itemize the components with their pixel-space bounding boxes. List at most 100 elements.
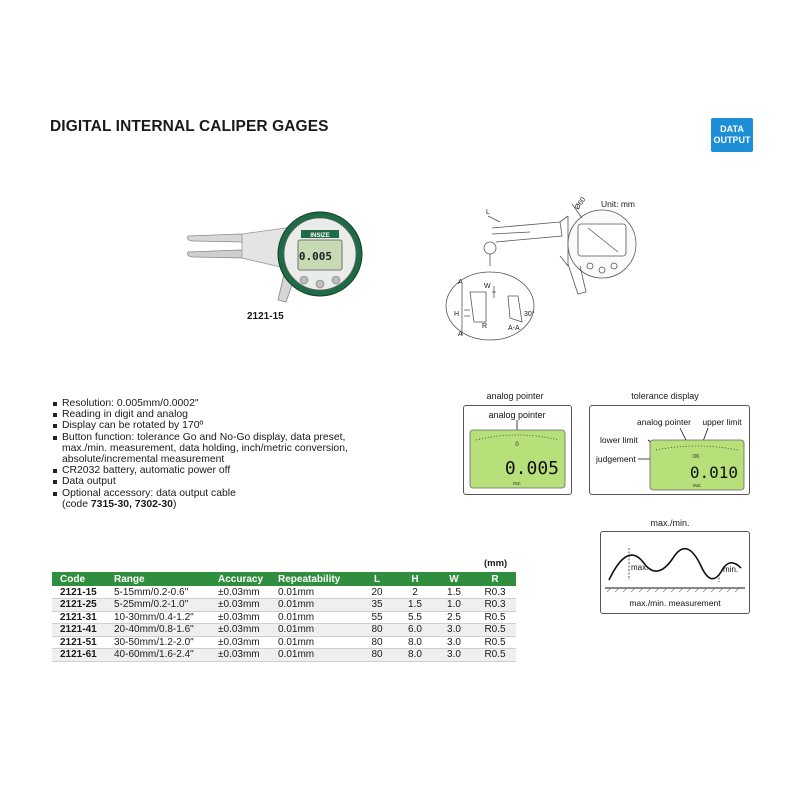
cell-repeatability: 0.01mm [274,598,358,611]
header-code: Code [52,572,110,586]
unit-label: Unit: mm [601,199,635,209]
feature-item: CR2032 battery, automatic power off [52,465,392,476]
cell-range: 20-40mm/0.8-1.6" [110,623,214,636]
analog-display-value: 0.005 [505,458,559,479]
table-row: 2121-41 20-40mm/0.8-1.6" ±0.03mm 0.01mm … [52,623,516,636]
data-output-badge: DATA OUTPUT [711,118,753,152]
label-H: H [454,311,459,318]
tolerance-panel-title: tolerance display [631,391,699,401]
cell-L: 35 [358,598,396,611]
cell-W: 3.0 [434,648,474,661]
cell-W: 3.0 [447,636,461,648]
cell-L: 20 [371,586,383,598]
feature-item: Reading in digit and analog [52,409,392,420]
tolerance-display-value: 0.010 [690,463,738,482]
table-unit: (mm) [484,558,508,569]
feature-item-continuation: absolute/incremental measurement [62,454,225,466]
cell-code: 2121-51 [60,636,97,648]
cell-code: 2121-25 [52,598,110,611]
cell-code: 2121-15 [60,586,97,598]
tolerance-display-panel: analog pointer upper limit lower limit j… [589,405,750,495]
cell-H: 8.0 [396,648,434,661]
cell-range: 5-25mm/0.2-1.0" [110,598,214,611]
cell-accuracy: ±0.03mm [214,623,274,636]
header-repeatability: Repeatability [274,572,358,586]
header-accuracy: Accuracy [214,572,274,586]
cell-code: 2121-41 [52,623,110,636]
ok-label: OK [692,454,700,460]
cell-R: R0.5 [484,636,506,648]
cell-range: 5-15mm/0.2-0.6" [114,586,189,598]
analog-pointer-label: analog pointer [488,410,545,420]
table-row: 2121-31 10-30mm/0.4-1.2" ±0.03mm 0.01mm … [52,611,516,624]
label-section: A-A [508,325,520,332]
table-header-row: Code Range Accuracy Repeatability L H W … [52,572,516,586]
feature-list: Resolution: 0.005mm/0.0002" Reading in d… [52,398,392,510]
label-L: L [486,209,490,216]
cell-repeatability: 0.01mm [278,586,315,598]
analog-lcd-illustration: analog pointer 0 0.005 INC [469,410,566,489]
upper-limit-label: upper limit [702,417,742,427]
feature-item: Button function: tolerance Go and No-Go … [52,432,392,443]
tolerance-lcd-illustration: analog pointer upper limit lower limit j… [595,417,745,491]
header-H: H [396,572,434,586]
accessory-codes: (code 7315-30, 7302-30) [62,498,177,510]
cell-range: 40-60mm/1.6-2.4" [110,648,214,661]
analog-zero-label: 0 [515,442,519,448]
cell-H: 1.5 [396,598,434,611]
maxmin-panel: max. min. max./min. measurement [600,531,750,614]
table-row: 2121-15 5-15mm/0.2-0.6" ±0.03mm 0.01mm 2… [52,586,516,599]
cell-R: R0.5 [474,648,516,661]
cell-accuracy: ±0.03mm [214,598,274,611]
spec-table: Code Range Accuracy Repeatability L H W … [52,572,516,662]
cell-range: 30-50mm/1.2-2.0" [114,636,194,648]
label-A-top: A [458,279,463,286]
cell-repeatability: 0.01mm [278,611,315,623]
cell-H: 5.5 [408,611,422,623]
product-photo: INSIZE 0.005 [187,211,363,303]
cell-accuracy: ±0.03mm [214,648,274,661]
lower-limit-label: lower limit [600,435,638,445]
min-label: min. [723,565,738,574]
dimension-drawing: L Ø60 A A W H R A-A 30° [445,196,637,341]
feature-item: Data output [52,476,392,487]
feature-item: Resolution: 0.005mm/0.0002" [52,398,392,409]
badge-line-2: OUTPUT [713,135,751,145]
header-R: R [474,572,516,586]
cell-L: 80 [358,623,396,636]
table-row: 2121-51 30-50mm/1.2-2.0" ±0.03mm 0.01mm … [52,636,516,649]
max-label: max. [631,563,648,572]
cell-H: 8.0 [408,636,422,648]
badge-line-1: DATA [720,124,744,134]
cell-W: 1.5 [447,586,461,598]
cell-L: 55 [371,611,383,623]
analog-inc-label: INC [513,481,522,486]
cell-accuracy: ±0.03mm [218,636,260,648]
brand-mark: INSIZE [310,233,329,239]
cell-R: R0.5 [484,611,506,623]
feature-item: Optional accessory: data output cable [52,488,392,499]
cell-repeatability: 0.01mm [278,636,315,648]
label-dia: Ø60 [574,196,587,211]
label-W: W [484,283,491,290]
maxmin-wave-illustration: max. min. max./min. measurement [605,548,745,608]
tolerance-inc-label: INC [693,483,702,488]
cell-L: 80 [358,648,396,661]
cell-accuracy: ±0.03mm [218,586,260,598]
judgement-label: judgement [595,454,636,464]
table-row: 2121-61 40-60mm/1.6-2.4" ±0.03mm 0.01mm … [52,648,516,661]
cell-code: 2121-31 [60,611,97,623]
cell-repeatability: 0.01mm [274,623,358,636]
header-L: L [358,572,396,586]
tolerance-analog-pointer-label: analog pointer [637,417,691,427]
analog-pointer-panel: analog pointer 0 0.005 INC [463,405,572,495]
feature-item: Display can be rotated by 170º [52,420,392,431]
label-R: R [482,323,487,330]
analog-panel-title: analog pointer [486,391,544,401]
maxmin-caption: max./min. measurement [629,598,721,608]
cell-accuracy: ±0.03mm [218,611,260,623]
label-angle: 30° [524,310,535,318]
cell-W: 3.0 [434,623,474,636]
model-caption: 2121-15 [247,311,284,322]
product-display-value: 0.005 [299,250,332,263]
